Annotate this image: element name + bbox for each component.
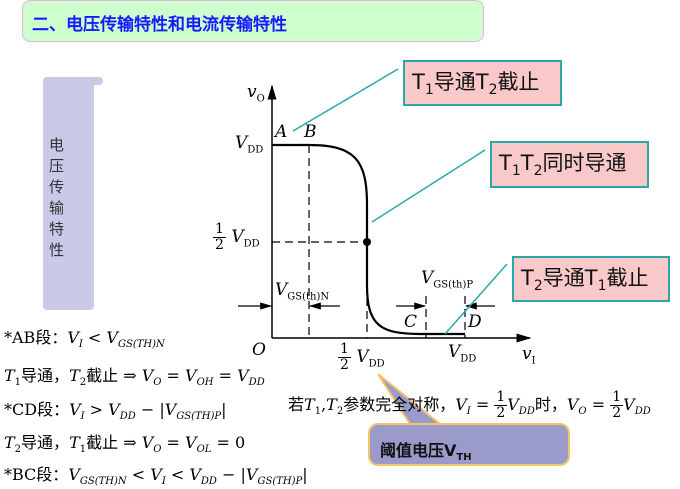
point-d: D	[468, 312, 482, 332]
callout-leaders	[292, 68, 508, 335]
callout-both-on: T1T2同时导通	[490, 141, 649, 188]
origin-label: O	[252, 340, 266, 360]
formula-ab-segment: *AB段：VI < VGS(TH)N	[4, 328, 165, 351]
callout-t2-on-t1-off: T2导通T1截止	[512, 256, 670, 302]
y-axis-label: vO	[247, 82, 265, 105]
vdd-x-label: VDD	[448, 342, 477, 365]
point-a: A	[275, 122, 288, 142]
formula-cd-result: T2导通，T1截止 ⇒ VO = VOL = 0	[4, 433, 246, 456]
vdd-y-label: VDD	[235, 133, 264, 156]
slide-header: 二、电压传输特性和电流传输特性	[22, 0, 484, 42]
side-scroll-banner: 电压传输特性	[43, 80, 94, 310]
threshold-voltage-callout: 阈值电压VTH	[368, 423, 570, 466]
transfer-curve	[272, 143, 465, 336]
formula-cd-segment: *CD段：VI > VDD − |VGS(TH)P|	[4, 400, 227, 423]
x-axis-label: vI	[522, 344, 536, 367]
callout-t1-on-t2-off: T1导通T2截止	[403, 60, 562, 106]
point-c: C	[404, 312, 418, 332]
side-label: 电压传输特性	[49, 136, 65, 259]
formula-bc-segment: *BC段：VGS(TH)N < VI < VDD − |VGS(TH)P|	[4, 465, 308, 488]
vgs-th-p-label: VGS(th)P	[421, 268, 474, 291]
slide-title: 二、电压传输特性和电流传输特性	[32, 15, 287, 35]
vgs-th-n-label: VGS(th)N	[275, 280, 330, 303]
formula-ab-result: T1导通，T2截止 ⇒ VO = VOH = VDD	[4, 366, 265, 389]
point-b: B	[304, 122, 317, 142]
midpoint-dot	[363, 238, 371, 246]
